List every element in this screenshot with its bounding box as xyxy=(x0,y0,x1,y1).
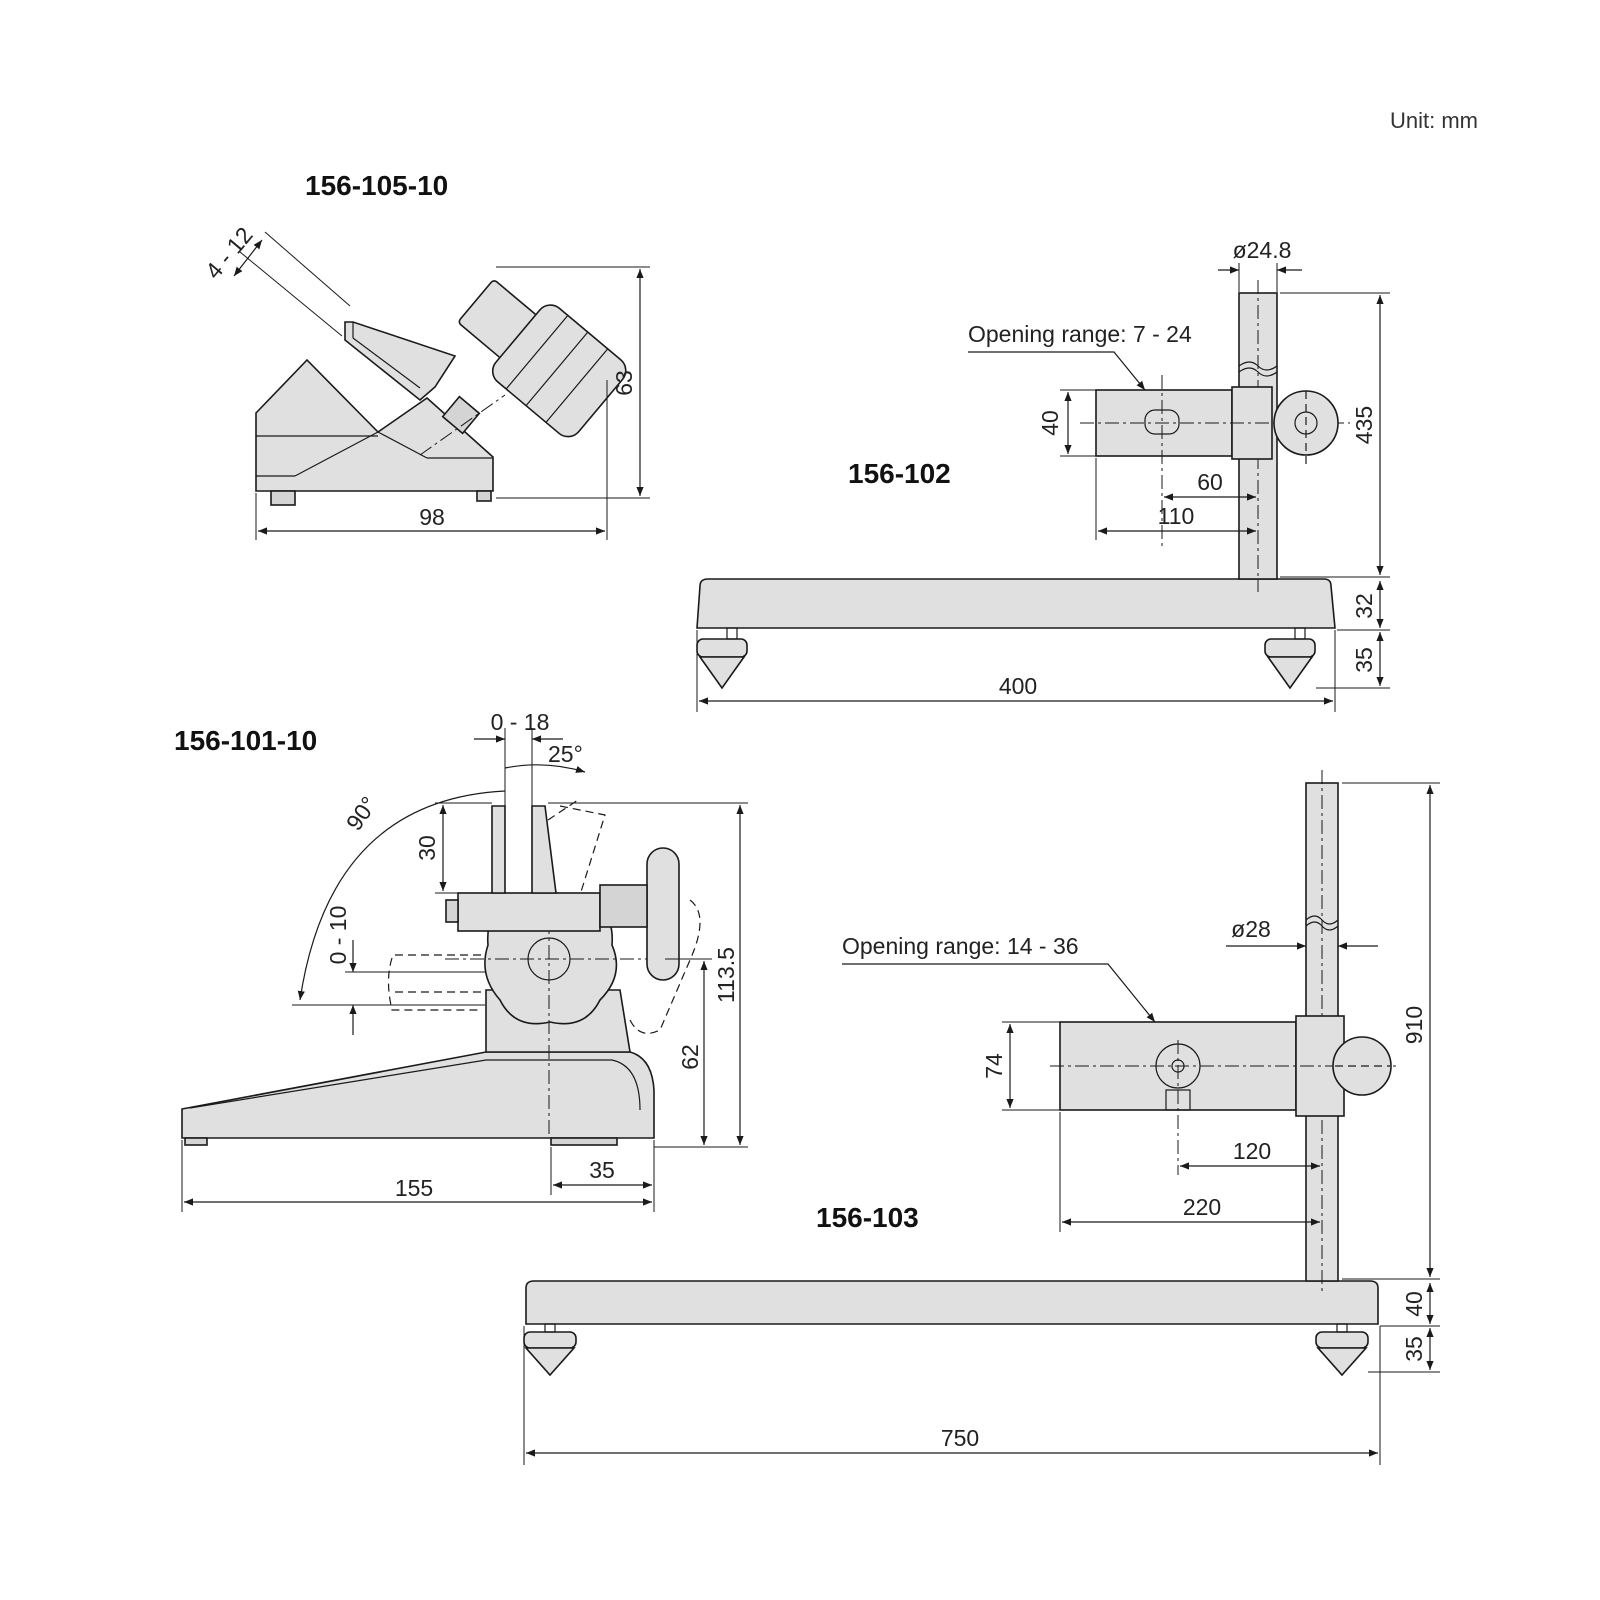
dim-base-length: 750 xyxy=(941,1425,979,1451)
dim-slot-width: 4 - 12 xyxy=(200,222,258,284)
dim-vertical-0-10: 0 - 10 xyxy=(325,906,351,965)
dim-post-height: 910 xyxy=(1401,1006,1427,1044)
dim-clamp-height: 74 xyxy=(981,1053,1007,1079)
drawing-156-103: 156-103 ø28 Opening range: 14 - 36 xyxy=(523,770,1440,1465)
dim-110: 110 xyxy=(1158,503,1195,529)
model-label-156-102: 156-102 xyxy=(848,458,951,489)
jaw-fixed xyxy=(491,805,506,894)
dim-foot-35: 35 xyxy=(589,1157,615,1183)
dim-jaw-height-30: 30 xyxy=(414,835,440,861)
model-label-156-105-10: 156-105-10 xyxy=(305,170,448,201)
dim-120: 120 xyxy=(1233,1138,1271,1164)
dim-post-height: 435 xyxy=(1351,406,1377,444)
dim-60: 60 xyxy=(1197,469,1223,495)
dim-base-height: 32 xyxy=(1351,593,1377,619)
foot-left xyxy=(184,1137,208,1146)
foot-right xyxy=(550,1137,618,1146)
opening-range-label: Opening range: 14 - 36 xyxy=(842,933,1079,959)
dim-foot-height: 35 xyxy=(1351,647,1377,673)
screw-nut xyxy=(441,395,481,435)
dim-post-diameter: ø24.8 xyxy=(1233,237,1292,263)
jaw-movable xyxy=(531,805,557,894)
dim-length-98: 98 xyxy=(419,504,445,530)
foot-left xyxy=(523,1331,577,1349)
stand-base xyxy=(696,578,1336,629)
dim-base-length-155: 155 xyxy=(395,1175,433,1201)
thumb-screw[interactable] xyxy=(646,847,680,981)
dim-clamp-height: 40 xyxy=(1037,410,1063,436)
dim-angle-90: 90° xyxy=(341,792,382,835)
stand-base xyxy=(525,1280,1379,1325)
drawing-156-102: 156-102 ø24.8 Opening range: 7 - 24 xyxy=(696,237,1390,712)
drawing-156-105-10: 156-105-10 4 - 12 xyxy=(200,170,650,540)
opening-range-label: Opening range: 7 - 24 xyxy=(968,321,1192,347)
dim-post-diameter: ø28 xyxy=(1231,916,1271,942)
foot-right xyxy=(476,490,492,502)
foot-right xyxy=(1315,1331,1369,1349)
dim-center-height: 62 xyxy=(677,1044,703,1070)
dim-opening-0-18: 0 - 18 xyxy=(491,709,550,735)
dim-foot-height: 35 xyxy=(1401,1336,1427,1362)
foot-right xyxy=(1264,638,1316,658)
foot-left xyxy=(696,638,748,658)
holder-base xyxy=(181,1051,655,1139)
model-label-156-103: 156-103 xyxy=(816,1202,919,1233)
unit-label: Unit: mm xyxy=(1390,108,1478,133)
dim-base-length: 400 xyxy=(999,673,1037,699)
dim-angle-25: 25° xyxy=(548,741,583,767)
dim-total-height: 113.5 xyxy=(713,947,739,1003)
jaw-block xyxy=(457,892,601,932)
upper-jaw xyxy=(344,321,457,402)
drawing-156-101-10: 156-101-10 0 - 18 25° xyxy=(174,709,748,1212)
clamp-knob[interactable] xyxy=(445,264,632,442)
dim-height-63: 63 xyxy=(611,370,637,396)
dim-220: 220 xyxy=(1183,1194,1221,1220)
foot-left xyxy=(270,490,296,506)
model-label-156-101-10: 156-101-10 xyxy=(174,725,317,756)
dim-base-height: 40 xyxy=(1401,1291,1427,1317)
